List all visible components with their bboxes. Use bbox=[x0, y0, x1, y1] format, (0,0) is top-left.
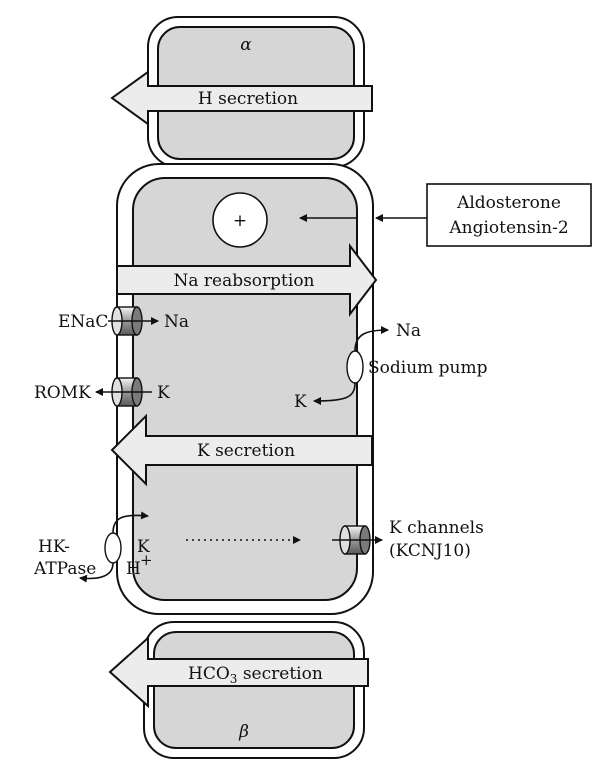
sodium-pump-label: Sodium pump bbox=[368, 358, 488, 378]
h-secretion-arrow: H secretion bbox=[110, 70, 373, 126]
hormone-angiotensin: Angiotensin-2 bbox=[448, 218, 568, 238]
sodium-pump bbox=[313, 326, 389, 405]
romk-label: ROMK bbox=[34, 383, 91, 403]
sodium-pump-na-arrow bbox=[354, 326, 389, 352]
hco3-secretion-label: HCO3 secretion bbox=[188, 664, 323, 686]
sodium-pump-k-label: K bbox=[294, 392, 307, 412]
romk-k-label: K bbox=[157, 383, 170, 403]
sodium-pump-na-label: Na bbox=[396, 321, 421, 341]
beta-cell-label: β bbox=[238, 722, 249, 742]
beta-cell: β bbox=[143, 621, 365, 759]
h-secretion-label: H secretion bbox=[198, 89, 298, 109]
k-secretion-arrow: K secretion bbox=[110, 413, 373, 487]
enac-na-label: Na bbox=[164, 312, 189, 332]
hk-atpase bbox=[79, 511, 149, 583]
hk-atpase-h-arrow bbox=[79, 562, 114, 583]
k-secretion-label: K secretion bbox=[197, 441, 295, 461]
nucleus-sign: + bbox=[233, 211, 247, 231]
alpha-cell-label: α bbox=[240, 35, 252, 55]
hk-atpase-h-superscript: + bbox=[140, 551, 153, 569]
hormone-box: Aldosterone Angiotensin-2 bbox=[426, 183, 592, 247]
enac-label: ENaC bbox=[58, 312, 108, 332]
na-reabsorption-arrow: Na reabsorption bbox=[116, 243, 378, 317]
hk-atpase-k-label: K bbox=[137, 537, 150, 557]
sodium-pump-k-arrow bbox=[313, 382, 356, 405]
hk-atpase-h-label: H bbox=[126, 559, 141, 579]
kcnj10-label-line2: (KCNJ10) bbox=[389, 541, 471, 561]
hk-atpase-k-arrow bbox=[112, 511, 149, 534]
hk-atpase-label-line2: ATPase bbox=[33, 559, 96, 579]
hk-atpase-label-line1: HK- bbox=[38, 537, 70, 557]
kcnj10-label-line1: K channels bbox=[389, 518, 484, 538]
hormone-aldosterone: Aldosterone bbox=[456, 193, 561, 213]
hco3-secretion-arrow: HCO3 secretion bbox=[108, 635, 369, 709]
na-reabsorption-label: Na reabsorption bbox=[173, 271, 314, 291]
nucleus: + bbox=[212, 192, 268, 248]
